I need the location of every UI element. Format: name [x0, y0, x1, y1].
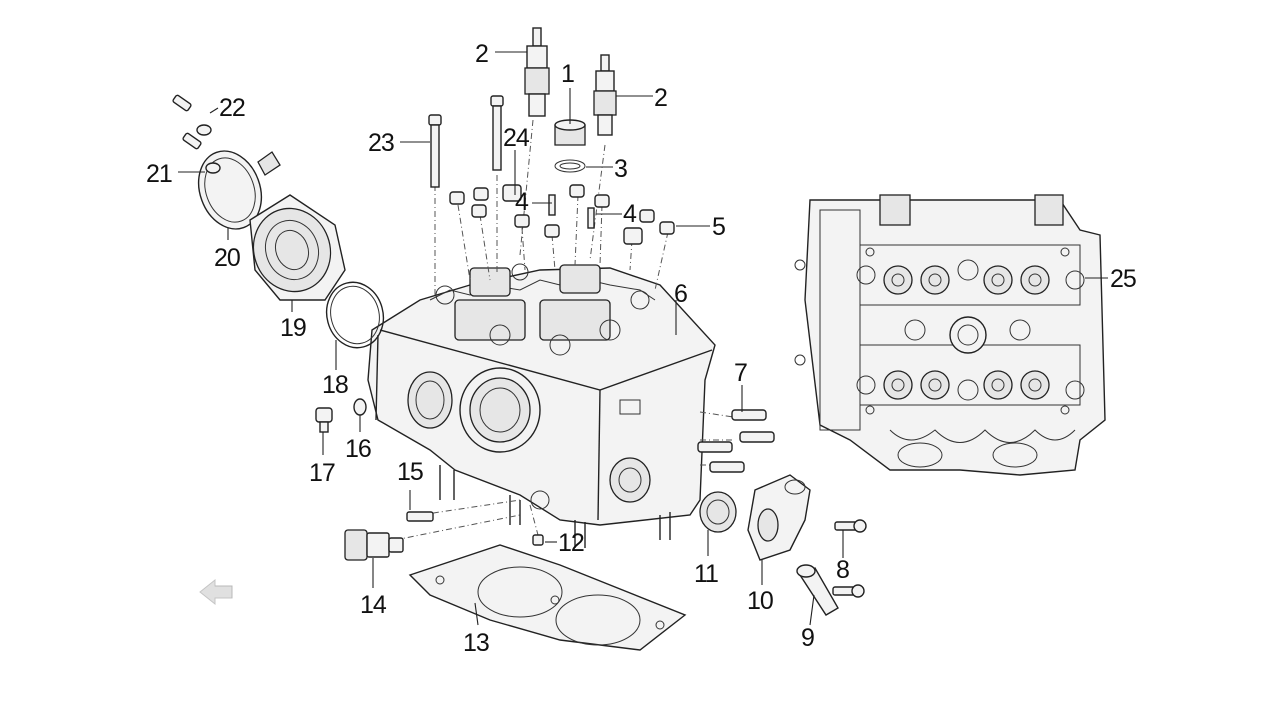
- water-outlet: [747, 474, 811, 561]
- arrow-left-icon[interactable]: [199, 578, 233, 606]
- callout-24: 24: [503, 124, 530, 152]
- callout-20: 20: [214, 244, 240, 272]
- clamp-screws: [172, 94, 221, 174]
- outlet-bolts: [832, 519, 867, 598]
- callout-1: 1: [561, 60, 574, 88]
- callout-6: 6: [674, 280, 687, 308]
- callout-12: 12: [558, 529, 584, 557]
- spark-plug-left: [524, 27, 550, 117]
- callout-5: 5: [712, 213, 725, 241]
- hose-fitting: [796, 564, 839, 616]
- head-gasket: [408, 544, 687, 651]
- leader-lines: [178, 51, 1108, 626]
- cylinder-head: [367, 263, 716, 548]
- stud: [406, 511, 434, 522]
- callout-10: 10: [747, 587, 773, 615]
- callout-14: 14: [360, 591, 387, 619]
- callout-18: 18: [322, 371, 348, 399]
- valve-shims: [449, 184, 675, 245]
- callout-11: 11: [694, 560, 718, 588]
- spark-plug-right: [593, 54, 617, 136]
- callout-16: 16: [345, 435, 371, 463]
- callout-3: 3: [614, 155, 627, 183]
- callout-21: 21: [146, 160, 172, 188]
- callout-8: 8: [836, 556, 849, 584]
- intake-manifold: [197, 150, 385, 349]
- callout-15: 15: [397, 458, 423, 486]
- callout-2: 2: [475, 40, 488, 68]
- callout-17: 17: [309, 459, 335, 487]
- callout-23: 23: [368, 129, 394, 157]
- callout-25: 25: [1110, 265, 1136, 293]
- callout-22: 22: [219, 94, 245, 122]
- callout-9: 9: [801, 624, 814, 652]
- temperature-sensor: [344, 529, 404, 561]
- thermostat: [699, 491, 737, 533]
- plug-tube-seal: [554, 119, 586, 173]
- small-fasteners: [315, 398, 367, 433]
- callout-4: 4: [515, 188, 529, 216]
- callout-4: 4: [623, 200, 637, 228]
- dowel-pins: [697, 409, 775, 473]
- callout-labels: 1 2 2 3 4 4 5 6 7 8 9 10 11 12 13 14 15 …: [146, 40, 1137, 657]
- callout-13: 13: [463, 629, 489, 657]
- cylinder-head-top-view: [794, 194, 1106, 476]
- callout-2: 2: [654, 84, 667, 112]
- callout-7: 7: [734, 359, 747, 387]
- plug-12: [532, 534, 544, 546]
- head-bolts: [428, 95, 504, 188]
- callout-19: 19: [280, 314, 306, 342]
